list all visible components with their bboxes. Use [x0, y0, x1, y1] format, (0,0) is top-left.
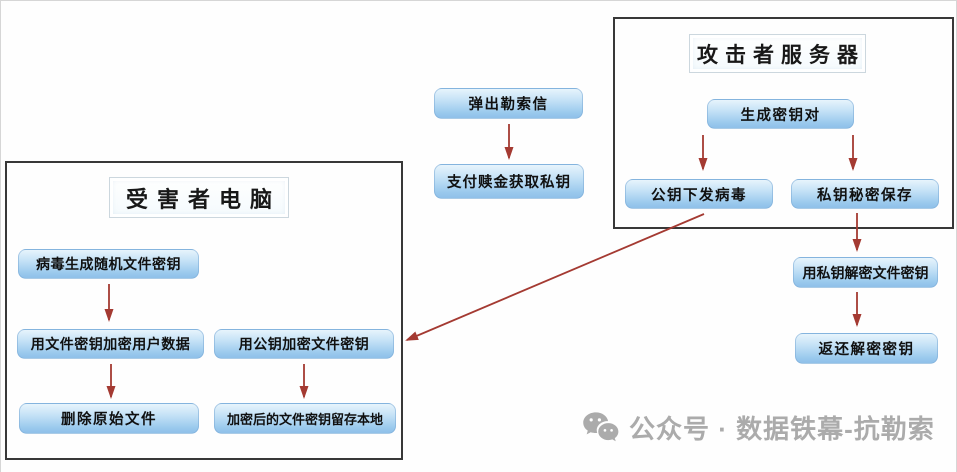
node-privkey-save: 私钥秘密保存 — [791, 179, 939, 209]
node-ransom-note: 弹出勒索信 — [434, 88, 583, 119]
node-delete-original: 删除原始文件 — [19, 403, 199, 434]
attacker-server-group — [613, 17, 954, 229]
node-return-key: 返还解密密钥 — [795, 333, 938, 364]
victim-computer-title: 受害者电脑 — [109, 177, 289, 218]
victim-computer-group — [5, 161, 403, 460]
node-pay-ransom: 支付赎金获取私钥 — [434, 164, 584, 199]
attacker-server-title: 攻击者服务器 — [689, 34, 866, 73]
node-encrypt-filekey: 用公钥加密文件密钥 — [214, 329, 394, 359]
node-encrypt-user-data: 用文件密钥加密用户数据 — [17, 329, 204, 359]
wechat-icon — [583, 411, 619, 441]
node-pubkey-virus: 公钥下发病毒 — [625, 179, 773, 209]
node-decrypt-filekey: 用私钥解密文件密钥 — [793, 257, 938, 288]
watermark-text: 公众号 · 数据铁幕-抗勒索 — [629, 414, 935, 444]
node-virus-gen-key: 病毒生成随机文件密钥 — [18, 249, 199, 279]
node-store-local: 加密后的文件密钥留存本地 — [214, 403, 396, 434]
node-generate-keypair: 生成密钥对 — [707, 99, 854, 129]
watermark: 公众号 · 数据铁幕-抗勒索 — [582, 409, 935, 446]
